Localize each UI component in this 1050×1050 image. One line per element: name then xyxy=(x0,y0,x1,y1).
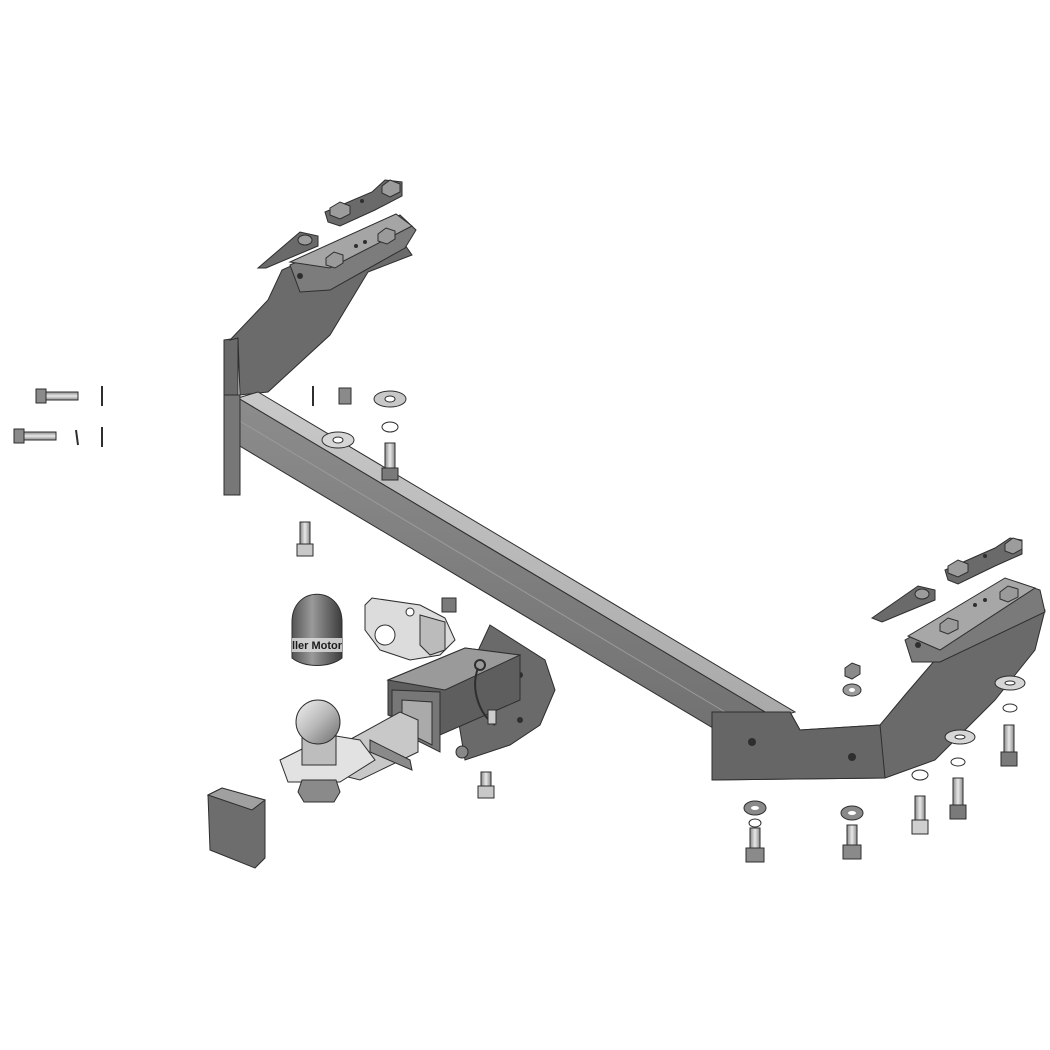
bolt-icon-10 xyxy=(743,800,767,863)
right-bracket-nut-icon xyxy=(939,585,1019,635)
bolt-icon-5 xyxy=(441,597,457,613)
bolt-icon-4 xyxy=(296,521,314,557)
bolt-icon-6 xyxy=(477,771,495,799)
washer-icon-3 xyxy=(911,675,1026,781)
left-clamp-plate xyxy=(256,231,319,269)
bolt-icon-9 xyxy=(911,795,929,835)
hitch-pin-icon xyxy=(474,659,497,726)
bolt-icon-2 xyxy=(13,428,57,444)
washer-icon xyxy=(75,386,103,447)
ball-cap-label: ller Motor xyxy=(292,640,343,652)
right-clamp-plate-2 xyxy=(944,537,1023,585)
washer-icon-2 xyxy=(321,390,407,449)
bolt-icon-8 xyxy=(949,777,967,820)
receiver-plug-icon xyxy=(206,787,267,869)
hitch-receiver xyxy=(386,647,522,759)
ball-cap: ller Motor xyxy=(291,593,343,666)
bolt-icon-3 xyxy=(381,442,399,481)
bracket-nut-icon xyxy=(325,227,396,269)
nut-icon xyxy=(312,386,352,406)
nut-icon-2 xyxy=(842,662,862,697)
left-clamp-plate-2 xyxy=(324,179,403,227)
bolt-icon-7 xyxy=(1000,724,1018,767)
socket-plate xyxy=(364,597,456,661)
right-mounting-bracket xyxy=(711,577,1046,781)
tow-bar-crossbeam xyxy=(223,391,797,766)
bolt-icon-11 xyxy=(840,805,864,860)
right-clamp-plate xyxy=(870,585,936,623)
tow-ball-assembly xyxy=(279,699,419,803)
bolt-icon xyxy=(35,388,79,404)
